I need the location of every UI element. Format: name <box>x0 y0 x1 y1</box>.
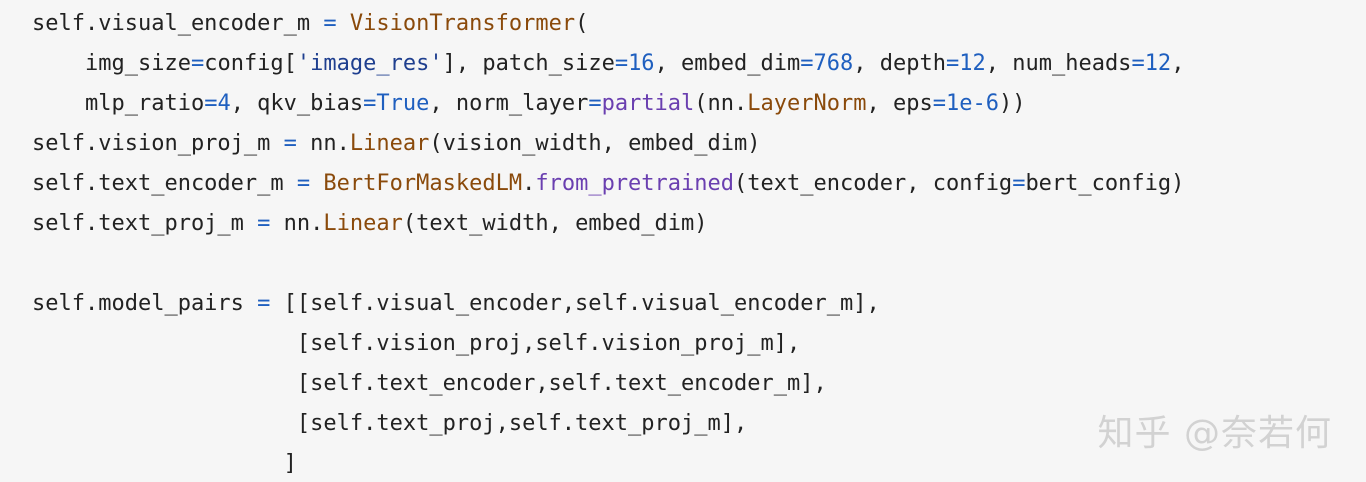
code-token: = <box>588 91 602 116</box>
code-token: = <box>190 51 205 76</box>
code-token: partial <box>601 91 695 116</box>
code-token: self.visual_encoder_m <box>32 11 324 36</box>
code-token: LayerNorm <box>747 91 867 116</box>
code-line: self.text_proj_m = nn.Linear(text_width,… <box>32 204 1366 244</box>
code-token: = <box>932 91 946 116</box>
code-token: Linear <box>349 131 430 156</box>
code-line: self.model_pairs = [[self.visual_encoder… <box>32 284 1366 324</box>
code-token: ] <box>32 451 297 476</box>
code-token: (text_width, embed_dim) <box>402 211 708 236</box>
code-token: = <box>945 51 960 76</box>
code-token: = <box>800 51 814 76</box>
code-token <box>310 171 323 196</box>
code-token: 4 <box>217 91 231 116</box>
code-token: self.vision_proj_m <box>32 131 284 156</box>
code-token: [[self.visual_encoder,self.visual_encode… <box>270 291 880 316</box>
code-line: [self.vision_proj,self.vision_proj_m], <box>32 324 1366 364</box>
code-block: self.visual_encoder_m = VisionTransforme… <box>0 4 1366 482</box>
code-token: = <box>1131 51 1145 76</box>
code-token: VisionTransformer <box>349 11 576 36</box>
code-token: nn. <box>270 211 324 236</box>
code-token: 1e-6 <box>945 91 999 116</box>
code-token: 12 <box>1144 51 1172 76</box>
code-token: mlp_ratio <box>32 91 205 116</box>
code-token: (vision_width, embed_dim) <box>429 131 761 156</box>
code-token: 'image_res' <box>296 51 443 76</box>
code-token: . <box>522 171 536 196</box>
code-token: = <box>257 211 271 236</box>
code-token: BertForMaskedLM <box>323 171 523 196</box>
code-token: ( <box>575 11 589 36</box>
code-token: = <box>296 171 311 196</box>
code-token: (nn. <box>694 91 748 116</box>
code-line: self.vision_proj_m = nn.Linear(vision_wi… <box>32 124 1366 164</box>
code-token: config[ <box>204 51 297 76</box>
code-token: 12 <box>959 51 986 76</box>
code-token: , qkv_bias <box>230 91 364 116</box>
code-line: [self.text_proj,self.text_proj_m], <box>32 404 1366 444</box>
code-token: )) <box>998 91 1026 116</box>
code-token: Linear <box>323 211 403 236</box>
code-line: mlp_ratio=4, qkv_bias=True, norm_layer=p… <box>32 84 1366 124</box>
code-token: bert_config) <box>1025 171 1185 196</box>
code-token: img_size <box>32 51 191 76</box>
code-token: self.text_proj_m <box>32 211 258 236</box>
code-token <box>337 11 350 36</box>
code-token: self.text_encoder_m <box>32 171 297 196</box>
code-token: 16 <box>628 51 655 76</box>
code-token: [self.vision_proj,self.vision_proj_m], <box>32 331 801 356</box>
watermark: 知乎 @奈若何 <box>1097 413 1332 454</box>
code-line: self.text_encoder_m = BertForMaskedLM.fr… <box>32 164 1366 204</box>
code-token: from_pretrained <box>535 171 735 196</box>
code-token: True <box>376 91 430 116</box>
code-line: [self.text_encoder,self.text_encoder_m], <box>32 364 1366 404</box>
code-token: = <box>614 51 629 76</box>
code-token: , <box>1171 51 1185 76</box>
code-token: 768 <box>813 51 854 76</box>
code-token: , eps <box>866 91 933 116</box>
code-line: img_size=config['image_res'], patch_size… <box>32 44 1366 84</box>
code-token: = <box>204 91 218 116</box>
code-token: (text_encoder, config <box>734 171 1013 196</box>
code-token: [self.text_proj,self.text_proj_m], <box>32 411 748 436</box>
code-token: , norm_layer <box>429 91 589 116</box>
code-line: self.visual_encoder_m = VisionTransforme… <box>32 4 1366 44</box>
code-token: self.model_pairs <box>32 291 258 316</box>
code-line: ] <box>32 444 1366 482</box>
code-token: = <box>283 131 297 156</box>
code-token: ], patch_size <box>442 51 615 76</box>
code-token: = <box>363 91 377 116</box>
code-token: , num_heads <box>985 51 1132 76</box>
code-token: [self.text_encoder,self.text_encoder_m], <box>32 371 827 396</box>
code-token: , embed_dim <box>654 51 801 76</box>
code-token: = <box>257 291 271 316</box>
code-token: = <box>323 11 337 36</box>
code-token: nn. <box>296 131 350 156</box>
code-token: = <box>1012 171 1026 196</box>
code-line <box>32 244 1366 284</box>
code-token: , depth <box>853 51 946 76</box>
